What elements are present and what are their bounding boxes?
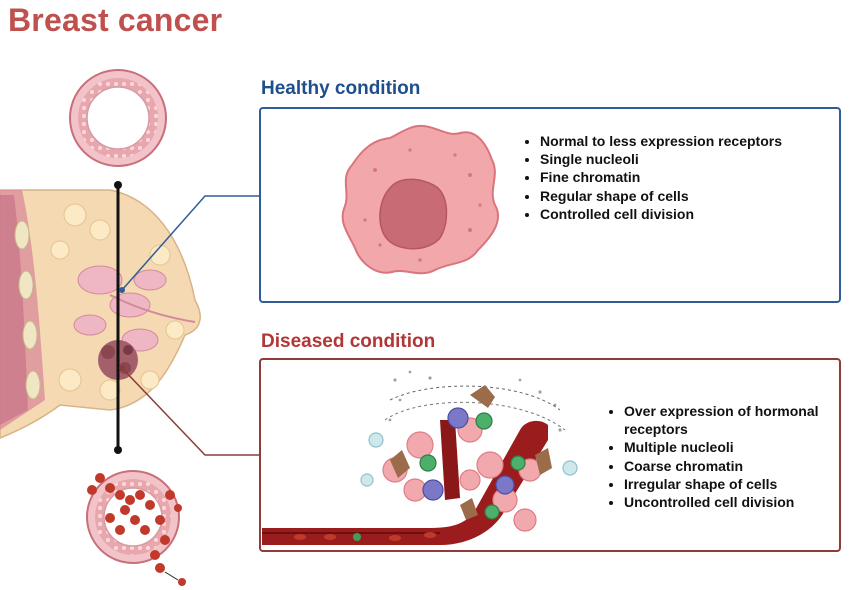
diseased-bullet-5: Uncontrolled cell division (624, 493, 850, 511)
diseased-heading: Diseased condition (261, 331, 436, 352)
healthy-bullet-4: Regular shape of cells (540, 187, 790, 205)
diseased-bullet-4: Irregular shape of cells (624, 475, 850, 493)
diseased-bullet-3: Coarse chromatin (624, 457, 850, 475)
diseased-bullet-1: Over expression of hormonal receptors (624, 402, 850, 438)
diseased-bullet-2: Multiple nucleoli (624, 438, 850, 456)
healthy-bullet-1: Normal to less expression receptors (540, 132, 790, 150)
connector-line (114, 181, 122, 454)
healthy-bullet-3: Fine chromatin (540, 168, 790, 186)
healthy-heading: Healthy condition (261, 78, 421, 99)
diseased-bullet-list: Over expression of hormonal receptors Mu… (606, 402, 850, 511)
healthy-pointer (119, 195, 259, 293)
diseased-pointer (119, 365, 259, 456)
page-title: Breast cancer (8, 2, 223, 38)
healthy-bullet-5: Controlled cell division (540, 205, 790, 223)
healthy-bullet-list: Normal to less expression receptors Sing… (522, 132, 790, 223)
diseased-duct-icon (86, 470, 186, 586)
breast-illustration (0, 189, 201, 439)
healthy-bullet-2: Single nucleoli (540, 150, 790, 168)
healthy-duct-icon (69, 69, 167, 167)
